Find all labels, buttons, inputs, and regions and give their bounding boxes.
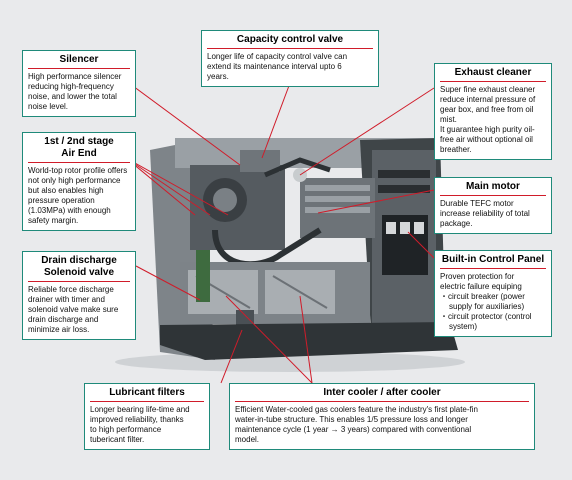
callout-title-line: Air End bbox=[61, 148, 97, 159]
callout-title: 1st / 2nd stage Air End bbox=[28, 136, 130, 163]
callout-title: Lubricant filters bbox=[90, 387, 204, 402]
callout-title-line: Drain discharge bbox=[41, 255, 117, 266]
callout-line: Super fine exhaust cleaner bbox=[440, 85, 536, 94]
leader-lines bbox=[117, 74, 435, 384]
callout-line: gear box, and free from oil bbox=[440, 105, 534, 114]
callout-line: (1.03MPa) with enough bbox=[28, 206, 111, 215]
callout-line: Efficient Water-cooled gas coolers featu… bbox=[235, 405, 478, 414]
callout-title-line: Solenoid valve bbox=[43, 267, 115, 278]
callout-bullet: ・circuit breaker (power bbox=[440, 292, 525, 301]
callout-inter-cooler: Inter cooler / after cooler Efficient Wa… bbox=[229, 383, 535, 450]
callout-line: Reliable force discharge bbox=[28, 285, 114, 294]
breaker-1 bbox=[386, 222, 396, 234]
motor-fin-2 bbox=[305, 196, 370, 202]
callout-bullet: ・circuit protector (control bbox=[440, 312, 532, 321]
callout-line: noise level. bbox=[28, 102, 69, 111]
callout-line: Longer life of capacity control valve ca… bbox=[207, 52, 348, 61]
callout-title: Silencer bbox=[28, 54, 130, 69]
callout-air-end: 1st / 2nd stage Air End World-top rotor … bbox=[22, 132, 136, 231]
callout-bullet: supply for auxiliaries) bbox=[449, 302, 525, 311]
callout-line: noise, and lower the total bbox=[28, 92, 117, 101]
callout-line: High performance silencer bbox=[28, 72, 122, 81]
callout-lubricant-filters: Lubricant filters Longer bearing life-ti… bbox=[84, 383, 210, 450]
callout-line: Durable TEFC motor bbox=[440, 199, 514, 208]
callout-line: It guarantee high purity oil- bbox=[440, 125, 535, 134]
callout-main-motor: Main motor Durable TEFC motor increase r… bbox=[434, 177, 552, 234]
callout-body: World-top rotor profile offers not only … bbox=[28, 166, 130, 226]
callout-line: water-in-tube structure. This enables 1/… bbox=[235, 415, 468, 424]
callout-line: reducing high-frequency bbox=[28, 82, 114, 91]
callout-control-panel: Built-in Control Panel Proven protection… bbox=[434, 250, 552, 337]
callout-bullet: system) bbox=[449, 322, 477, 331]
callout-body: Efficient Water-cooled gas coolers featu… bbox=[235, 405, 529, 445]
callout-line: mist. bbox=[440, 115, 457, 124]
base-frame bbox=[160, 322, 458, 360]
callout-silencer: Silencer High performance silencer reduc… bbox=[22, 50, 136, 117]
callout-line: Longer bearing life-time and bbox=[90, 405, 190, 414]
callout-title: Exhaust cleaner bbox=[440, 67, 546, 82]
callout-title-line: 1st / 2nd stage bbox=[44, 136, 114, 147]
callout-line: model. bbox=[235, 435, 260, 444]
callout-line: World-top rotor profile offers bbox=[28, 166, 128, 175]
callout-line: improved reliability, thanks bbox=[90, 415, 184, 424]
callout-body: Longer bearing life-time and improved re… bbox=[90, 405, 204, 445]
callout-line: maintenance cycle (1 year → 3 years) com… bbox=[235, 425, 472, 434]
breaker-3 bbox=[414, 222, 424, 234]
callout-line: drainer with timer and bbox=[28, 295, 105, 304]
callout-body: Proven protection for electric failure e… bbox=[440, 272, 546, 332]
callout-capacity-control-valve: Capacity control valve Longer life of ca… bbox=[201, 30, 379, 87]
callout-title: Main motor bbox=[440, 181, 546, 196]
callout-body: Super fine exhaust cleaner reduce intern… bbox=[440, 85, 546, 155]
callout-line: extend its maintenance interval upto 6 bbox=[207, 62, 342, 71]
air-end-flange bbox=[213, 188, 237, 212]
callout-body: High performance silencer reducing high-… bbox=[28, 72, 130, 112]
breaker-2 bbox=[400, 222, 410, 234]
silencer-body bbox=[240, 150, 280, 172]
exhaust-pipe bbox=[264, 157, 331, 178]
callout-body: Reliable force discharge drainer with ti… bbox=[28, 285, 130, 335]
callout-line: minimize air loss. bbox=[28, 325, 90, 334]
callout-line: Proven protection for bbox=[440, 272, 515, 281]
motor-fin-3 bbox=[305, 207, 370, 213]
callout-line: free air without optional oil bbox=[440, 135, 533, 144]
callout-title: Drain discharge Solenoid valve bbox=[28, 255, 130, 282]
callout-line: package. bbox=[440, 219, 473, 228]
callout-title: Built-in Control Panel bbox=[440, 254, 546, 269]
callout-line: pressure operation bbox=[28, 196, 95, 205]
callout-exhaust-cleaner: Exhaust cleaner Super fine exhaust clean… bbox=[434, 63, 552, 160]
callout-line: not only high performance bbox=[28, 176, 121, 185]
callout-title: Capacity control valve bbox=[207, 34, 373, 49]
callout-line: years. bbox=[207, 72, 229, 81]
callout-title: Inter cooler / after cooler bbox=[235, 387, 529, 402]
callout-line: to high performance bbox=[90, 425, 162, 434]
callout-line: breather. bbox=[440, 145, 472, 154]
callout-line: solenoid valve make sure bbox=[28, 305, 119, 314]
callout-line: drain discharge and bbox=[28, 315, 99, 324]
callout-line: safety margin. bbox=[28, 216, 79, 225]
callout-line: but also enables high bbox=[28, 186, 104, 195]
callout-body: Durable TEFC motor increase reliability … bbox=[440, 199, 546, 229]
callout-drain-valve: Drain discharge Solenoid valve Reliable … bbox=[22, 251, 136, 340]
drain-solenoid-valve bbox=[196, 250, 210, 302]
callout-line: reduce internal pressure of bbox=[440, 95, 536, 104]
cabinet-vent-1 bbox=[378, 170, 430, 178]
callout-line: increase reliability of total bbox=[440, 209, 530, 218]
motor-fin-1 bbox=[305, 185, 370, 191]
callout-body: Longer life of capacity control valve ca… bbox=[207, 52, 373, 82]
callout-line: tubericant filter. bbox=[90, 435, 145, 444]
callout-line: electric failure equiping bbox=[440, 282, 522, 291]
cabinet-vent-2 bbox=[378, 185, 430, 193]
